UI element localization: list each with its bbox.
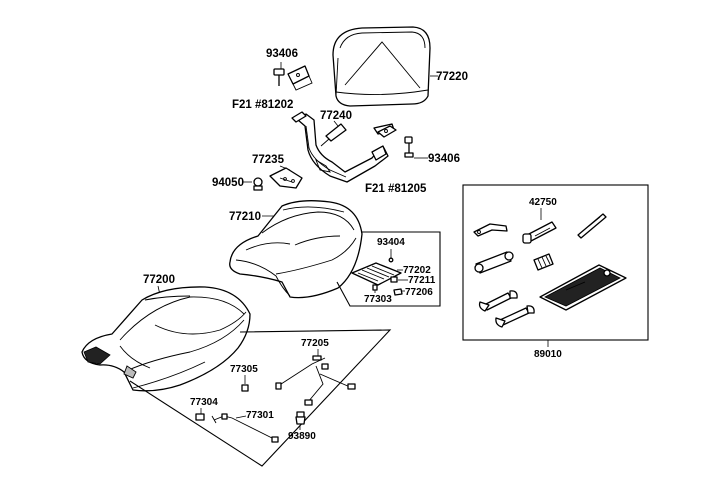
tool-socket-wrench[interactable]: [474, 251, 514, 274]
label-77206: 77206: [405, 287, 433, 298]
callout-box-cables: [129, 329, 392, 467]
right-clip-bracket[interactable]: [377, 125, 397, 138]
tool-open-wrench-2[interactable]: [495, 305, 535, 328]
label-77202: 77202: [403, 265, 431, 276]
callout-box-toolkit: [462, 184, 649, 341]
nut-94050[interactable]: [253, 177, 263, 191]
label-f21-81202: F21 #81202: [232, 99, 293, 111]
tool-spark-socket[interactable]: [533, 253, 554, 271]
tool-pouch[interactable]: [539, 264, 627, 311]
backrest-77220[interactable]: [332, 26, 431, 107]
label-f21-81205: F21 #81205: [365, 183, 427, 195]
label-77301: 77301: [246, 410, 274, 421]
label-77303: 77303: [364, 294, 392, 305]
passenger-seat-77210[interactable]: [229, 200, 363, 299]
clip-77211[interactable]: [390, 276, 398, 283]
rider-seat-77200[interactable]: [81, 286, 251, 392]
clip-77305[interactable]: [241, 384, 249, 392]
label-77304: 77304: [190, 397, 218, 408]
label-77205: 77205: [301, 338, 329, 349]
label-77235: 77235: [252, 154, 285, 166]
label-42750: 42750: [529, 197, 557, 208]
label-77210: 77210: [229, 211, 261, 223]
screw-93404[interactable]: [388, 257, 394, 263]
bolt-93406-top[interactable]: [273, 68, 285, 86]
tray-77202[interactable]: [351, 262, 402, 286]
label-93404: 93404: [377, 237, 405, 248]
label-77240: 77240: [320, 110, 352, 122]
leader-77301: [235, 415, 247, 419]
backrest-frame-bracket[interactable]: [291, 111, 395, 183]
label-77220: 77220: [436, 71, 468, 83]
label-77305: 77305: [230, 364, 258, 375]
tool-open-wrench-1[interactable]: [478, 290, 518, 312]
label-93406-right: 93406: [428, 153, 460, 165]
label-93890: 93890: [288, 431, 316, 442]
screw-77206[interactable]: [393, 288, 403, 296]
clip-77304[interactable]: [195, 413, 205, 421]
tool-handle-42750[interactable]: [522, 221, 557, 244]
tool-hex-key[interactable]: [473, 223, 508, 237]
bolt-77240[interactable]: [320, 123, 347, 147]
label-94050: 94050: [212, 177, 244, 189]
screw-93890[interactable]: [295, 411, 306, 425]
tool-screwdriver-bit[interactable]: [577, 213, 607, 239]
hinge-bracket-81202[interactable]: [287, 65, 313, 91]
clip-77303[interactable]: [372, 284, 378, 291]
label-93406-top: 93406: [266, 48, 298, 60]
leader-77240: [333, 120, 339, 127]
label-77200: 77200: [143, 274, 175, 286]
label-89010: 89010: [534, 349, 562, 360]
cable-77301[interactable]: [211, 413, 279, 443]
cable-77205[interactable]: [275, 355, 356, 406]
bolt-93406-right[interactable]: [404, 136, 414, 158]
label-77211: 77211: [408, 275, 436, 286]
lower-bracket-77235[interactable]: [269, 167, 303, 189]
callout-box-tray: [336, 231, 441, 307]
